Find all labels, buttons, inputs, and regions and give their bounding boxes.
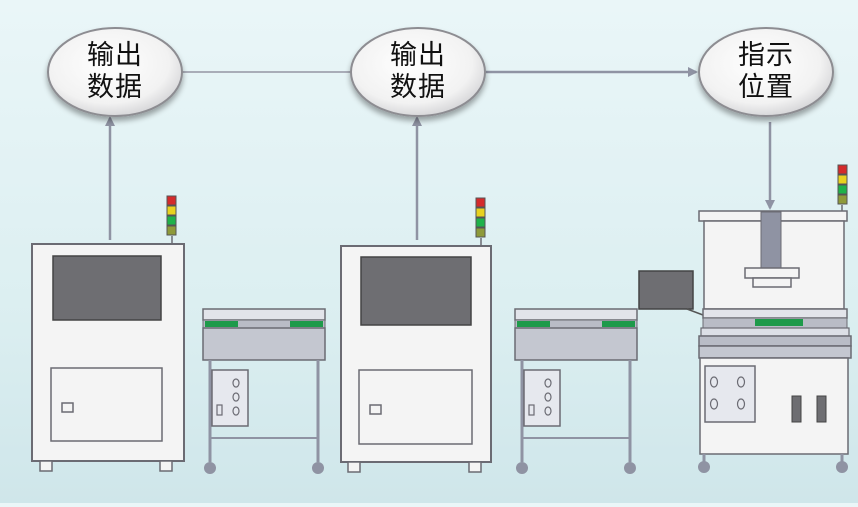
conveyor-1 xyxy=(202,308,326,474)
machine-1-door xyxy=(50,367,163,442)
station-probe xyxy=(760,211,782,271)
bubble-label-output-data-2: 输出 数据 xyxy=(353,40,483,104)
machine-1-foot-left xyxy=(39,460,53,472)
inspection-machine-2 xyxy=(340,245,492,473)
station-probe-head xyxy=(744,267,800,279)
station-control-panel xyxy=(704,365,756,423)
station-belt xyxy=(755,319,803,326)
bubble-3-line2: 位置 xyxy=(738,72,794,103)
machine-1-screen xyxy=(52,255,162,321)
machine-2-foot-left xyxy=(347,461,361,473)
bubble-3-line1: 指示 xyxy=(738,40,794,71)
bubble-indicate-position xyxy=(698,27,834,117)
conveyor-1-belt-right xyxy=(290,321,323,327)
bubble-1-line1: 输出 xyxy=(87,40,143,71)
machine-2-door xyxy=(358,369,473,445)
conveyor-1-control-box xyxy=(211,369,249,427)
inspection-machine-1 xyxy=(31,243,185,472)
machine-2-screen xyxy=(360,256,472,326)
machine-2-foot-right xyxy=(468,461,482,473)
signal-tower-2 xyxy=(475,197,486,246)
conveyor-2-belt-left xyxy=(517,321,550,327)
bubble-label-indicate-position: 指示 位置 xyxy=(701,40,831,104)
signal-tower-3 xyxy=(837,164,848,211)
machine-1-foot-right xyxy=(159,460,173,472)
machine-2-handle xyxy=(369,404,382,415)
marking-station xyxy=(698,210,852,473)
bubble-output-data-1 xyxy=(47,27,183,117)
bubble-1-line2: 数据 xyxy=(87,72,143,103)
conveyor-2-control-box xyxy=(523,369,561,427)
bubble-2-line2: 数据 xyxy=(390,72,446,103)
external-monitor xyxy=(638,270,704,316)
bubble-2-line1: 输出 xyxy=(390,40,446,71)
conveyor-1-belt-left xyxy=(205,321,238,327)
conveyor-2-belt-right xyxy=(602,321,635,327)
signal-tower-1 xyxy=(166,195,177,244)
bubble-label-output-data-1: 输出 数据 xyxy=(50,40,180,104)
conveyor-2 xyxy=(514,308,638,474)
bubble-output-data-2 xyxy=(350,27,486,117)
machine-1-handle xyxy=(61,402,74,413)
